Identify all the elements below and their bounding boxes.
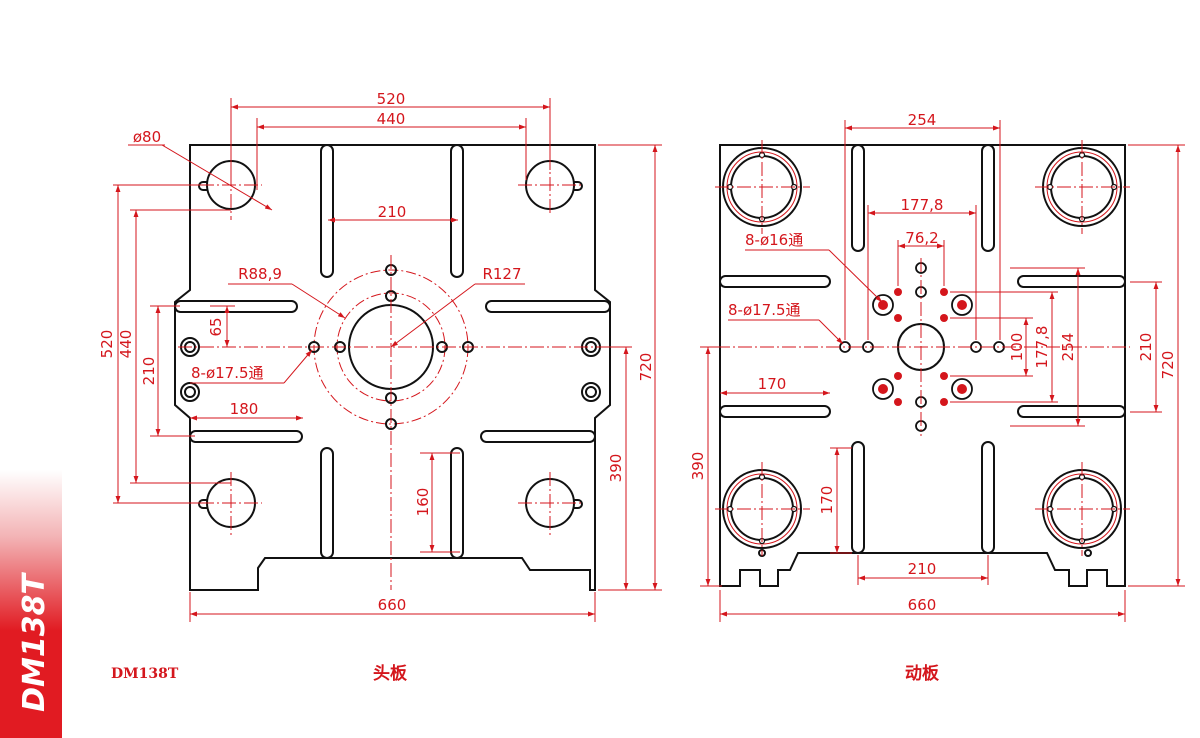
moving-dim-v1778: 177,8: [1033, 326, 1051, 369]
head-dim-660: 660: [378, 596, 407, 614]
moving-plate-drawing: 254 177,8 76,2 8-ø16通 8-ø17.5通 170 100 1…: [689, 111, 1185, 684]
moving-threaded-holes: [878, 288, 967, 406]
moving-centerlines: [715, 140, 1130, 556]
head-dim-v520: 520: [98, 330, 116, 359]
head-dim-180: 180: [230, 400, 259, 418]
head-dim-v440: 440: [117, 330, 135, 359]
head-dim-v210: 210: [140, 357, 158, 386]
moving-dim-v210: 210: [1137, 333, 1155, 362]
moving-dimension-lines: [700, 120, 1185, 622]
head-dimension-lines: [113, 98, 662, 622]
side-banner: [0, 470, 62, 738]
head-dim-520: 520: [377, 90, 406, 108]
head-dim-r127: R127: [482, 265, 521, 283]
head-dim-v720: 720: [637, 353, 655, 382]
moving-dim-v254: 254: [1059, 333, 1077, 362]
head-dim-440: 440: [377, 110, 406, 128]
head-dim-holes: 8-ø17.5通: [191, 364, 264, 382]
head-plate-caption: 头板: [373, 663, 408, 684]
head-dim-v160: 160: [414, 488, 432, 517]
head-dim-210: 210: [378, 203, 407, 221]
head-centerlines: [178, 150, 625, 590]
head-plate-outline: [174, 144, 611, 591]
moving-dim-170: 170: [758, 375, 787, 393]
moving-dim-v720: 720: [1159, 351, 1177, 380]
model-label: DM138T: [111, 666, 179, 682]
moving-dim-holes16: 8-ø16通: [745, 231, 803, 249]
moving-dim-210: 210: [908, 560, 937, 578]
head-dim-v390: 390: [607, 454, 625, 483]
moving-dim-v170: 170: [818, 486, 836, 515]
head-dim-v65: 65: [207, 317, 225, 336]
moving-dim-1778: 177,8: [901, 196, 944, 214]
moving-dim-v390: 390: [689, 452, 707, 481]
moving-dim-v100: 100: [1008, 333, 1026, 362]
head-t-slots: [174, 144, 611, 559]
head-dim-phi80: ø80: [133, 128, 161, 146]
moving-plate-caption: 动板: [905, 663, 940, 684]
moving-plate-outline: [719, 144, 1126, 587]
head-dim-r889: R88,9: [238, 265, 282, 283]
side-banner-label: DM138T: [17, 572, 52, 712]
head-plate-drawing: 520 440 ø80 210 R88,9 R127 520 440 210 6…: [98, 90, 662, 684]
moving-dim-holes175: 8-ø17.5通: [728, 301, 801, 319]
moving-dim-762: 76,2: [905, 229, 938, 247]
moving-dim-660: 660: [908, 596, 937, 614]
moving-dim-254: 254: [908, 111, 937, 129]
moving-t-slots: [719, 144, 1126, 554]
